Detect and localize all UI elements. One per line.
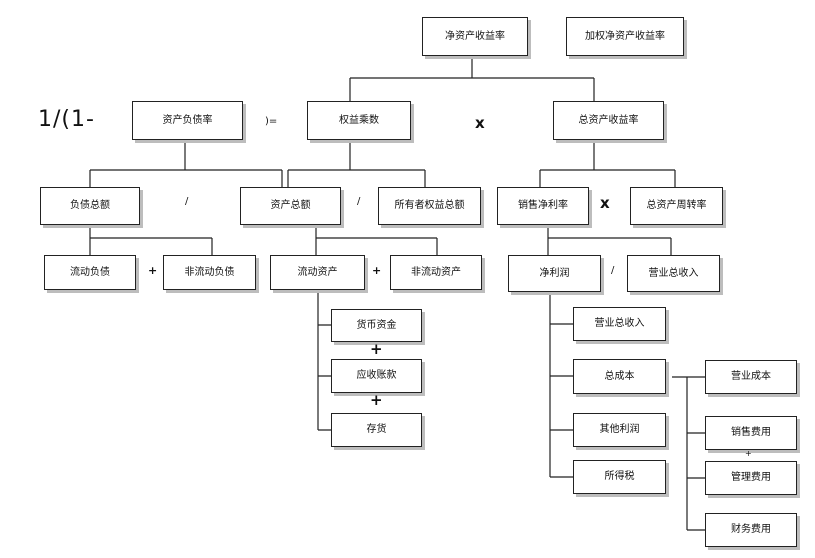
formula-prefix: 1/(1-	[38, 107, 95, 132]
node-revenue-sub: 营业总收入	[573, 307, 666, 341]
node-noncurrent-assets: 非流动资产	[390, 255, 482, 290]
node-current-liabilities: 流动负债	[44, 255, 136, 290]
node-selling-expense: 销售费用	[705, 416, 797, 450]
node-total-liabilities: 负债总额	[40, 187, 140, 225]
node-weighted-roe: 加权净资产收益率	[566, 17, 684, 56]
multiply-sign: x	[600, 194, 610, 212]
plus-sign: +	[148, 264, 158, 277]
node-net-profit: 净利润	[508, 255, 601, 292]
node-noncurrent-liabilities: 非流动负债	[163, 255, 256, 290]
divide-sign: /	[357, 196, 361, 207]
node-equity-multiplier: 权益乘数	[307, 101, 411, 140]
formula-suffix: )=	[265, 116, 278, 127]
node-receivables: 应收账款	[331, 359, 422, 393]
node-finance-expense: 财务费用	[705, 513, 797, 547]
node-roe: 净资产收益率	[422, 17, 528, 56]
node-other-profit: 其他利润	[573, 413, 666, 447]
node-cash: 货币资金	[331, 309, 422, 342]
node-inventory: 存货	[331, 413, 422, 447]
node-total-cost: 总成本	[573, 359, 666, 394]
plus-sign: +	[370, 340, 383, 358]
node-operating-cost: 营业成本	[705, 360, 797, 394]
plus-sign: +	[372, 264, 382, 277]
node-current-assets: 流动资产	[270, 255, 365, 290]
node-total-revenue: 营业总收入	[627, 255, 720, 292]
divide-sign: /	[185, 196, 189, 207]
multiply-sign: x	[475, 114, 485, 132]
plus-sign: +	[370, 391, 383, 409]
node-admin-expense: 管理费用	[705, 461, 797, 495]
node-roa: 总资产收益率	[553, 101, 664, 140]
node-total-assets: 资产总额	[240, 187, 341, 225]
plus-sign: +	[745, 449, 752, 458]
divide-sign: /	[611, 265, 615, 276]
node-net-margin: 销售净利率	[497, 187, 589, 225]
node-asset-turnover: 总资产周转率	[630, 187, 723, 225]
node-debt-ratio: 资产负债率	[132, 101, 243, 140]
node-owner-equity: 所有者权益总额	[378, 187, 481, 225]
node-income-tax: 所得税	[573, 460, 666, 494]
